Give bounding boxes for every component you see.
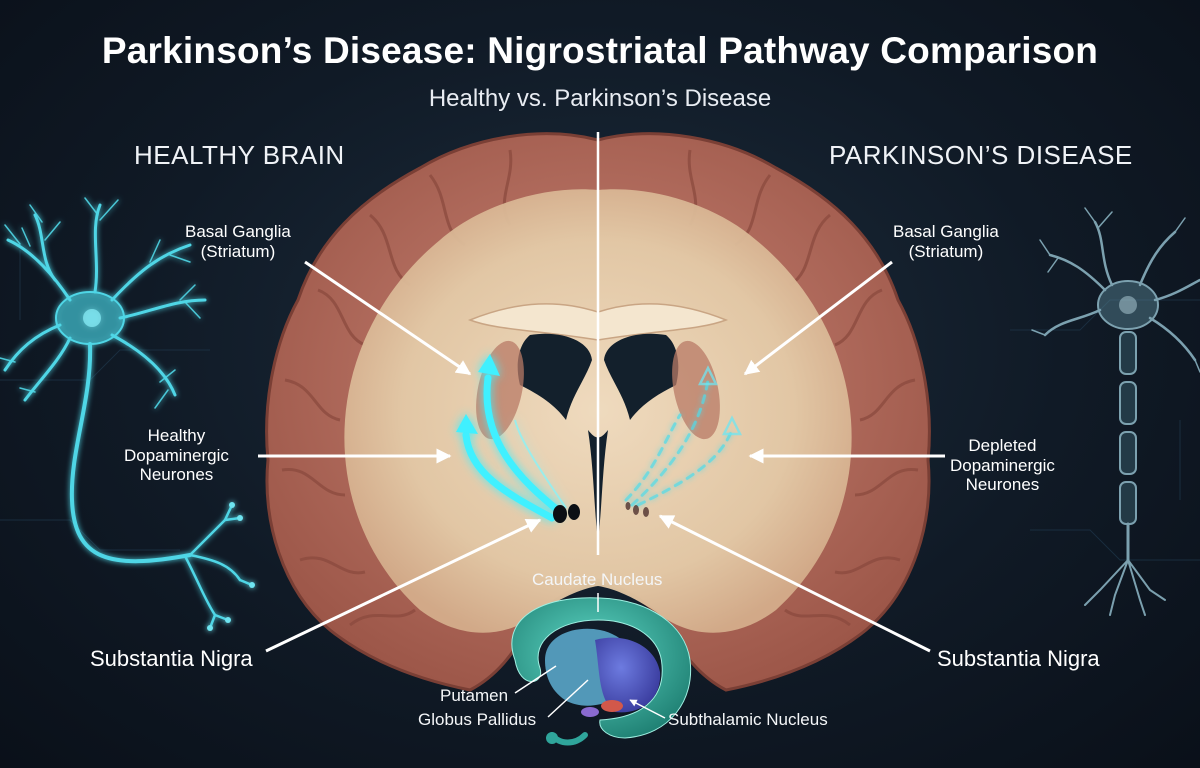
label-substantia-nigra-right: Substantia Nigra xyxy=(937,646,1100,671)
pointer-arrows xyxy=(258,260,945,653)
basal-ganglia-inset xyxy=(511,593,692,746)
label-globus-pallidus: Globus Pallidus xyxy=(418,710,537,729)
label-line: Basal Ganglia xyxy=(185,222,291,241)
depleted-dopamine-pathway xyxy=(624,378,734,507)
page-subtitle: Healthy vs. Parkinson’s Disease xyxy=(428,85,772,112)
label-substantia-nigra-left: Substantia Nigra xyxy=(90,646,253,671)
label-line: Healthy xyxy=(147,426,206,445)
label-line: Basal Ganglia xyxy=(893,222,999,241)
left-ventricle xyxy=(517,333,592,420)
label-basal-ganglia-left: Basal Ganglia (Striatum) xyxy=(185,222,291,261)
substantia-nigra-healthy xyxy=(553,504,580,523)
label-putamen: Putamen xyxy=(440,686,509,705)
label-depleted-neurones: Depleted Dopaminergic Neurones xyxy=(950,436,1055,495)
healthy-dopamine-pathway xyxy=(456,354,567,522)
label-basal-ganglia-right: Basal Ganglia (Striatum) xyxy=(893,222,999,261)
healthy-neuron-illustration xyxy=(0,197,255,631)
depleted-neuron-illustration xyxy=(1031,207,1200,616)
parkinsons-heading: PARKINSON’S DISEASE xyxy=(829,140,1133,170)
label-healthy-neurones: Healthy Dopaminergic Neurones xyxy=(124,426,229,485)
label-line: (Striatum) xyxy=(200,241,276,261)
label-line: (Striatum) xyxy=(908,241,984,261)
label-line: Depleted xyxy=(968,436,1037,455)
label-caudate-nucleus: Caudate Nucleus xyxy=(532,570,663,589)
page-title: Parkinson’s Disease: Nigrostriatal Pathw… xyxy=(101,30,1099,71)
subthalamic-nucleus-shape xyxy=(601,700,623,712)
brain-coronal-section xyxy=(265,132,931,692)
globus-pallidus-shape xyxy=(595,637,661,713)
depleted-arrowheads xyxy=(697,365,743,436)
label-line: Dopaminergic xyxy=(124,445,229,465)
label-line: Dopaminergic xyxy=(950,455,1055,475)
caudate-nucleus-shape xyxy=(511,597,692,739)
label-line: Neurones xyxy=(965,475,1040,495)
right-ventricle xyxy=(604,333,679,420)
label-subthalamic-nucleus: Subthalamic Nucleus xyxy=(668,710,828,729)
healthy-brain-heading: HEALTHY BRAIN xyxy=(134,140,345,170)
substantia-nigra-depleted xyxy=(625,502,649,517)
label-line: Neurones xyxy=(139,465,214,485)
